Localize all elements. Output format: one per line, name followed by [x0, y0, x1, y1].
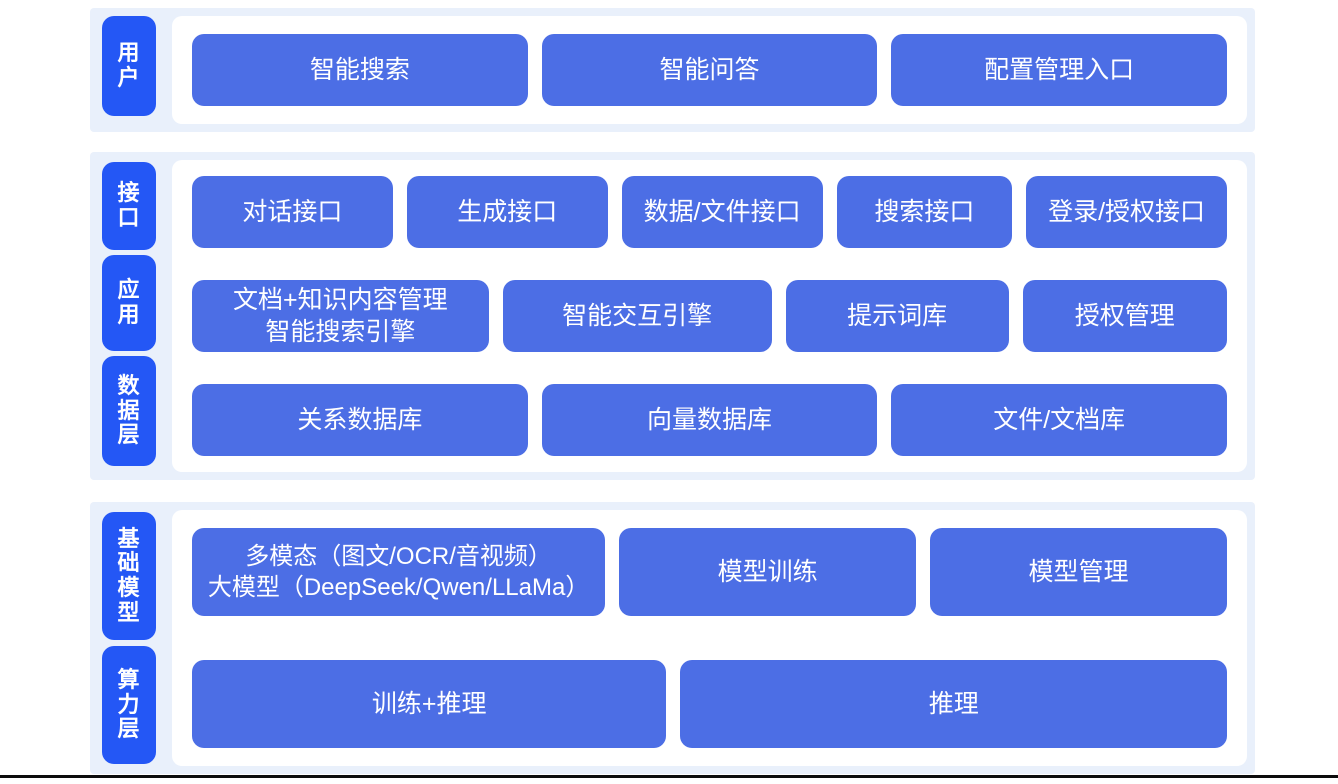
box-smart-qa[interactable]: 智能问答: [541, 34, 878, 106]
row-user-entries: 智能搜索 智能问答 配置管理入口: [192, 34, 1228, 106]
layer-tabs-user: 用户: [90, 8, 168, 132]
box-data-file-api[interactable]: 数据/文件接口: [621, 176, 823, 248]
layer-tabs-platform: 接口 应用 数据层: [90, 152, 168, 480]
layer-group-infrastructure: 基础模型 算力层 多模态（图文/OCR/音视频） 大模型（DeepSeek/Qw…: [90, 502, 1255, 774]
box-relational-database[interactable]: 关系数据库: [192, 384, 528, 456]
box-dialog-api[interactable]: 对话接口: [192, 176, 393, 248]
layer-tab-compute-label: 算力层: [117, 667, 141, 742]
layer-tab-compute[interactable]: 算力层: [102, 646, 156, 764]
layer-tab-foundation-model-label: 基础模型: [117, 525, 141, 625]
row-data: 关系数据库 向量数据库 文件/文档库: [192, 384, 1228, 456]
box-multimodal-large-model[interactable]: 多模态（图文/OCR/音视频） 大模型（DeepSeek/Qwen/LLaMa）: [192, 528, 606, 616]
layer-tab-data-label: 数据层: [117, 373, 141, 448]
box-smart-search[interactable]: 智能搜索: [192, 34, 528, 106]
layer-tab-interface[interactable]: 接口: [102, 162, 156, 250]
box-file-document-store[interactable]: 文件/文档库: [891, 384, 1228, 456]
layer-group-platform: 接口 应用 数据层 对话接口 生成接口 数据/文件接口 搜索接口 登录/授权接口…: [90, 152, 1255, 480]
layer-tab-interface-label: 接口: [117, 180, 141, 230]
box-model-management[interactable]: 模型管理: [930, 528, 1228, 616]
row-model: 多模态（图文/OCR/音视频） 大模型（DeepSeek/Qwen/LLaMa）…: [192, 528, 1228, 616]
layer-tab-foundation-model[interactable]: 基础模型: [102, 512, 156, 640]
layer-tab-data[interactable]: 数据层: [102, 356, 156, 466]
box-smart-interaction-engine[interactable]: 智能交互引擎: [502, 280, 772, 352]
layer-tabs-infrastructure: 基础模型 算力层: [90, 502, 168, 774]
box-training-plus-inference[interactable]: 训练+推理: [192, 660, 667, 748]
layer-tab-user[interactable]: 用户: [102, 16, 156, 116]
row-application: 文档+知识内容管理 智能搜索引擎 智能交互引擎 提示词库 授权管理: [192, 280, 1227, 352]
box-model-training[interactable]: 模型训练: [619, 528, 917, 616]
page-bottom-rule: [0, 775, 1338, 778]
layer-group-user: 用户 智能搜索 智能问答 配置管理入口: [90, 8, 1255, 132]
row-compute: 训练+推理 推理: [192, 660, 1227, 748]
layer-body-infrastructure: 多模态（图文/OCR/音视频） 大模型（DeepSeek/Qwen/LLaMa）…: [172, 510, 1247, 766]
box-vector-database[interactable]: 向量数据库: [541, 384, 878, 456]
box-authorization-management[interactable]: 授权管理: [1022, 280, 1227, 352]
box-generation-api[interactable]: 生成接口: [406, 176, 608, 248]
box-config-management-entry[interactable]: 配置管理入口: [891, 34, 1228, 106]
box-prompt-library[interactable]: 提示词库: [785, 280, 1009, 352]
layer-tab-application[interactable]: 应用: [102, 255, 156, 351]
layer-body-user: 智能搜索 智能问答 配置管理入口: [172, 16, 1247, 124]
layer-body-platform: 对话接口 生成接口 数据/文件接口 搜索接口 登录/授权接口 文档+知识内容管理…: [172, 160, 1247, 472]
layer-tab-user-label: 用户: [117, 40, 141, 90]
box-login-auth-api[interactable]: 登录/授权接口: [1026, 176, 1227, 248]
row-interface: 对话接口 生成接口 数据/文件接口 搜索接口 登录/授权接口: [192, 176, 1227, 248]
box-doc-knowledge-content-management[interactable]: 文档+知识内容管理 智能搜索引擎: [192, 280, 489, 352]
box-inference[interactable]: 推理: [680, 660, 1227, 748]
layer-tab-application-label: 应用: [117, 277, 141, 327]
box-search-api[interactable]: 搜索接口: [836, 176, 1013, 248]
